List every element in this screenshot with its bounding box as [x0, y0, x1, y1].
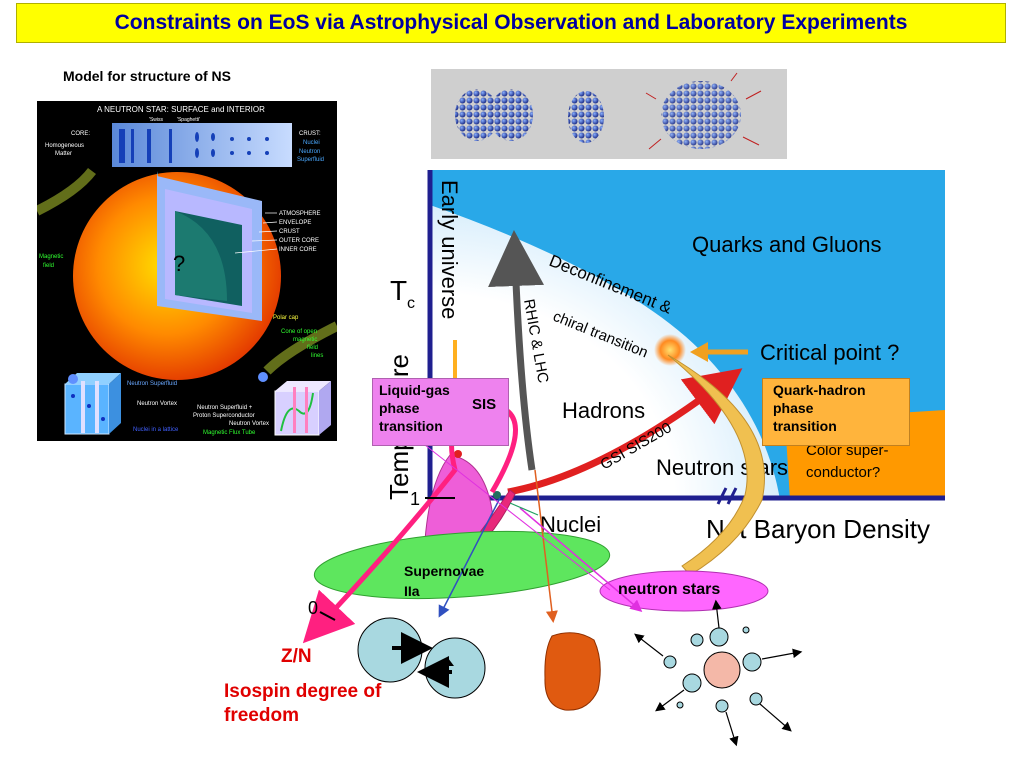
- core-question-mark: ?: [173, 251, 185, 276]
- crust-strip: [112, 123, 292, 167]
- tc-subscript: c: [407, 295, 415, 312]
- expanding-fireball: [661, 81, 741, 149]
- collision-simulation-image: [431, 69, 787, 159]
- nucleus-a: [455, 89, 499, 141]
- vortex-lattice-cube: [64, 373, 121, 435]
- svg-text:Neutron Superfluid +: Neutron Superfluid +: [197, 405, 253, 411]
- tick-1: 1: [410, 489, 420, 509]
- flux-tube-cube: [274, 381, 331, 436]
- zn-label: Z/N: [281, 646, 312, 667]
- svg-text:Proton Superconductor: Proton Superconductor: [193, 413, 255, 419]
- nuclear-saturation-point: [493, 491, 501, 499]
- svg-text:Neutron Vortex: Neutron Vortex: [137, 401, 177, 407]
- critical-point-label: Critical point ?: [760, 340, 899, 365]
- liquid-gas-box: Liquid-gas phase transition: [372, 378, 509, 446]
- svg-text:Magnetic Flux Tube: Magnetic Flux Tube: [203, 430, 256, 436]
- tc-label: T: [390, 275, 407, 306]
- svg-text:Neutron Superfluid: Neutron Superfluid: [127, 381, 177, 387]
- svg-text:Neutron: Neutron: [299, 149, 320, 155]
- critical-point-marker: [654, 334, 686, 366]
- svg-text:Magnetic: Magnetic: [39, 254, 63, 260]
- svg-text:Neutron Vortex: Neutron Vortex: [229, 421, 269, 427]
- svg-text:Nuclei in a lattice: Nuclei in a lattice: [133, 427, 179, 433]
- page-title: Constraints on EoS via Astrophysical Obs…: [114, 11, 908, 34]
- svg-text:field: field: [43, 263, 54, 269]
- sis-label: SIS: [472, 396, 497, 413]
- supernovae-label: Supernovae IIa: [404, 563, 485, 599]
- liquid-gas-point: [454, 450, 462, 458]
- svg-text:Nuclei: Nuclei: [303, 140, 320, 146]
- svg-text:CRUST: CRUST: [279, 229, 300, 235]
- svg-text:Matter: Matter: [55, 151, 72, 157]
- ns-heading: A NEUTRON STAR: SURFACE and INTERIOR: [97, 105, 265, 114]
- svg-text:Polar cap: Polar cap: [273, 315, 299, 321]
- quark-hadron-box: Quark-hadron phase transition: [762, 378, 910, 446]
- tick-0: 0: [308, 598, 318, 618]
- magenta-guide-line: [424, 444, 611, 591]
- isospin-label: Isospin degree of freedom: [224, 681, 382, 726]
- compressed-nucleus: [568, 91, 604, 143]
- svg-text:'Swiss: 'Swiss: [149, 117, 164, 123]
- rhic-lhc-arrow: [488, 230, 545, 471]
- magenta-connector-arrow: [519, 507, 643, 612]
- nucleus-right-circle: [424, 637, 486, 699]
- early-universe-label: Early universe: [437, 180, 462, 319]
- ns-model-subtitle: Model for structure of NS: [63, 68, 232, 84]
- blue-connector-arrow: [438, 497, 501, 618]
- quarks-gluons-label: Quarks and Gluons: [692, 232, 882, 257]
- svg-text:CRUST:: CRUST:: [299, 131, 321, 137]
- neutron-stars-label: neutron stars: [618, 581, 721, 598]
- heavy-nucleus-blob: [544, 632, 601, 711]
- nucleus-b: [489, 89, 533, 141]
- multifragmentation: [634, 599, 803, 747]
- color-sc-label-1: Color super-: [806, 442, 889, 459]
- neutron-star-structure-image: A NEUTRON STAR: SURFACE and INTERIOR 'Sw…: [37, 101, 337, 441]
- svg-text:Homogeneous: Homogeneous: [45, 143, 84, 149]
- hadrons-label: Hadrons: [562, 398, 645, 423]
- svg-text:OUTER CORE: OUTER CORE: [279, 238, 319, 244]
- gsi-arrow: [507, 368, 743, 496]
- color-sc-label-2: conductor?: [806, 464, 880, 481]
- svg-text:INNER CORE: INNER CORE: [279, 247, 317, 253]
- svg-text:magnetic: magnetic: [293, 337, 317, 343]
- svg-text:CORE:: CORE:: [71, 131, 90, 137]
- svg-text:Superfluid: Superfluid: [297, 157, 324, 163]
- svg-text:ATMOSPHERE: ATMOSPHERE: [279, 211, 321, 217]
- svg-text:field: field: [307, 345, 318, 351]
- svg-text:ENVELOPE: ENVELOPE: [279, 220, 311, 226]
- neutron-stars-region-label: Neutron stars: [656, 455, 788, 480]
- green-connector: [509, 502, 539, 516]
- svg-text:lines: lines: [311, 353, 323, 359]
- svg-text:Cone of open: Cone of open: [281, 329, 317, 335]
- svg-text:'Spaghetti': 'Spaghetti': [177, 117, 200, 123]
- orange-connector-arrow: [534, 469, 558, 623]
- title-bar: Constraints on EoS via Astrophysical Obs…: [16, 3, 1006, 43]
